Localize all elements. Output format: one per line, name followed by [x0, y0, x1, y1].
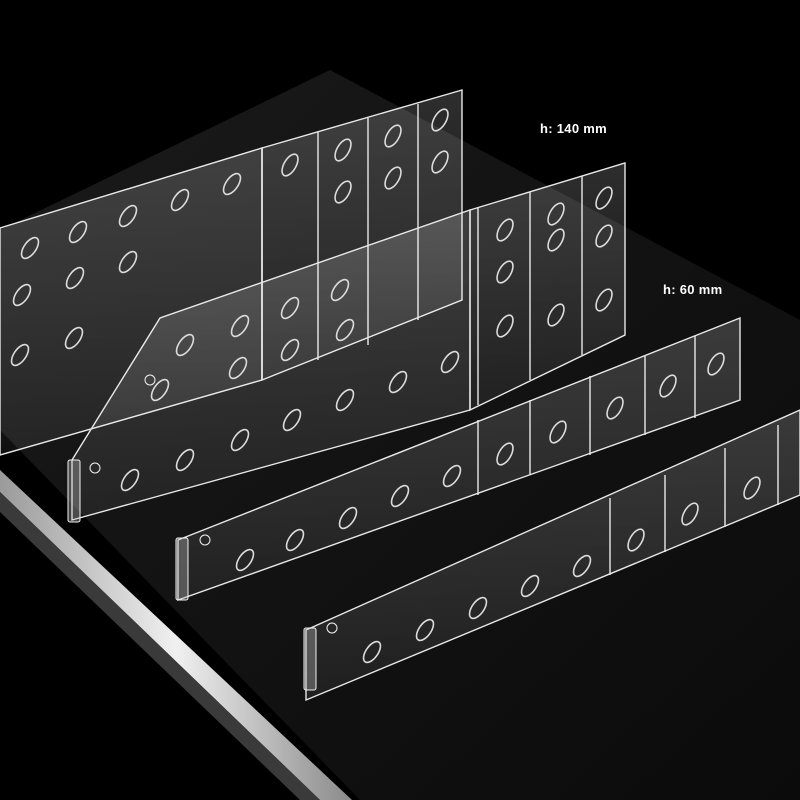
- shelf-front-rail-shadow: [0, 492, 320, 800]
- divider-perforations: [10, 108, 761, 664]
- divider-tall-front: [71, 162, 626, 521]
- height-label-140mm: h: 140 mm: [540, 121, 608, 136]
- shelf-front-rail: [0, 470, 352, 800]
- divider-short-1: [177, 316, 741, 601]
- divider-short-2: [305, 409, 800, 702]
- divider-clips: [67, 374, 338, 691]
- height-label-60mm: h: 60 mm: [663, 282, 723, 297]
